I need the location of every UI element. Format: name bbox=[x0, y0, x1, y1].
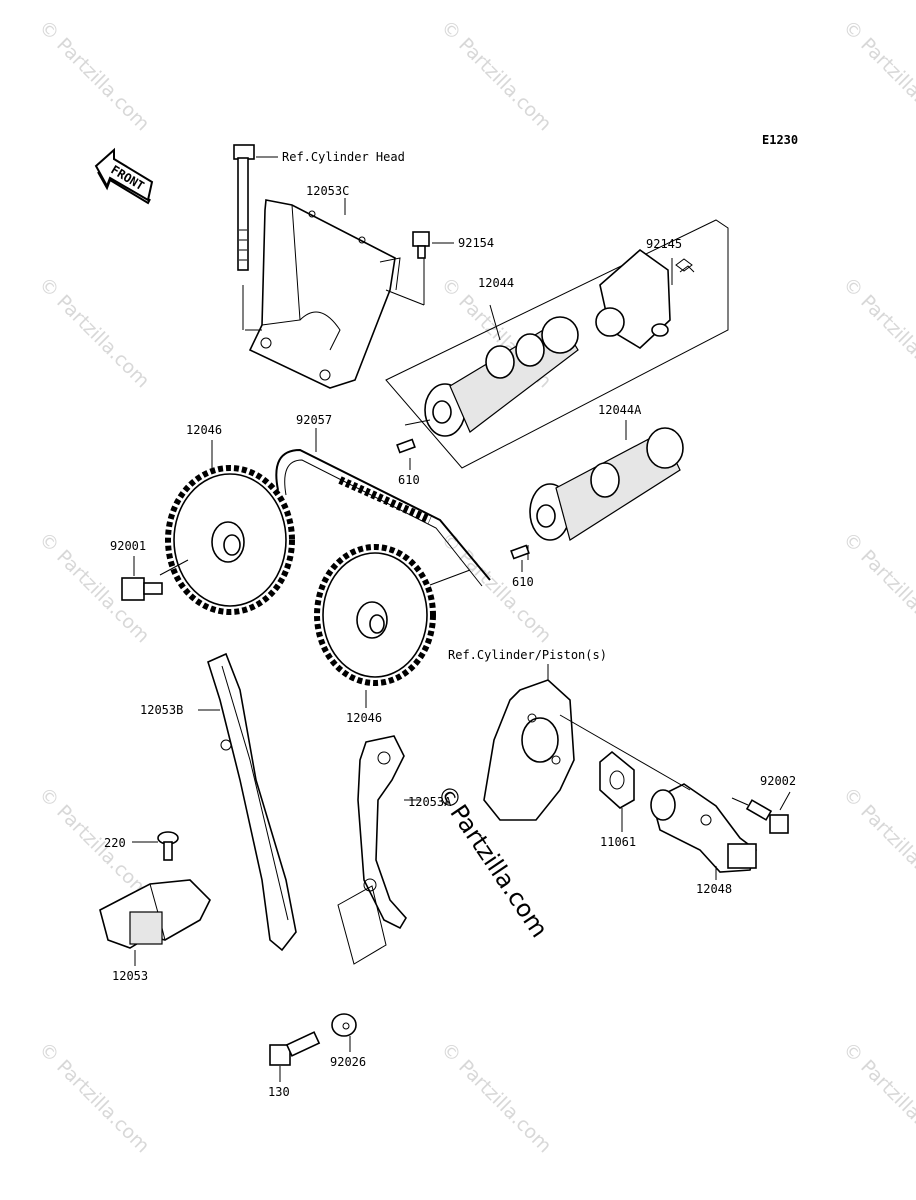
chain-guide-12053A bbox=[337, 735, 420, 965]
bolt-92001 bbox=[121, 556, 163, 601]
watermark: © Partzilla.com bbox=[34, 783, 153, 902]
label-92001: 92001 bbox=[110, 539, 146, 553]
label-12044: 12044 bbox=[478, 276, 514, 290]
camshaft-12044 bbox=[404, 304, 579, 437]
bolt-130 bbox=[269, 1031, 321, 1082]
watermark: © Partzilla.com bbox=[34, 273, 153, 392]
gasket-11061 bbox=[599, 750, 635, 832]
washer-92026 bbox=[331, 1013, 357, 1052]
watermark: © Partzilla.com bbox=[838, 16, 916, 135]
ref-cylinder-head: Ref.Cylinder Head bbox=[282, 150, 405, 164]
label-92002: 92002 bbox=[760, 774, 796, 788]
screw-220 bbox=[132, 831, 179, 861]
watermark: © Partzilla.com bbox=[838, 783, 916, 902]
tensioner-12048 bbox=[559, 714, 757, 880]
label-11061: 11061 bbox=[600, 835, 636, 849]
watermark: © Partzilla.com bbox=[838, 528, 916, 647]
label-12053C: 12053C bbox=[306, 184, 349, 198]
ref-cylinder-piston: Ref.Cylinder/Piston(s) bbox=[448, 648, 607, 662]
label-130: 130 bbox=[268, 1085, 290, 1099]
guide-12053 bbox=[99, 879, 211, 966]
watermark: © Partzilla.com bbox=[838, 273, 916, 392]
label-12046-top: 12046 bbox=[186, 423, 222, 437]
watermark-layer: © Partzilla.com © Partzilla.com © Partzi… bbox=[34, 16, 916, 1157]
label-92026: 92026 bbox=[330, 1055, 366, 1069]
label-12048: 12048 bbox=[696, 882, 732, 896]
label-12053: 12053 bbox=[112, 969, 148, 983]
cylinder-head-bolt bbox=[233, 144, 278, 330]
chain-guide-12053C bbox=[245, 198, 425, 389]
cam-sprocket-12046-top bbox=[159, 440, 295, 615]
watermark: © Partzilla.com bbox=[436, 16, 555, 135]
watermark: © Partzilla.com bbox=[436, 1038, 555, 1157]
label-92154: 92154 bbox=[458, 236, 494, 250]
camshaft-12044A bbox=[527, 420, 684, 560]
cam-sprocket-12046-bottom bbox=[314, 544, 471, 708]
camshaft-assembly-box bbox=[385, 219, 729, 469]
label-12044A: 12044A bbox=[598, 403, 642, 417]
decompressor-92145 bbox=[595, 248, 695, 349]
watermark: © Partzilla.com bbox=[34, 1038, 153, 1157]
bolt-92002 bbox=[731, 791, 791, 834]
watermark: © Partzilla.com bbox=[838, 1038, 916, 1157]
label-12046-bottom: 12046 bbox=[346, 711, 382, 725]
chain-guide-12053B bbox=[198, 652, 297, 952]
label-92057: 92057 bbox=[296, 413, 332, 427]
cylinder-casting bbox=[483, 664, 575, 821]
watermark: © Partzilla.com bbox=[34, 16, 153, 135]
label-12053B: 12053B bbox=[140, 703, 183, 717]
front-arrow-icon: FRONT bbox=[94, 147, 154, 205]
label-610-a: 610 bbox=[398, 473, 420, 487]
pin-610-b bbox=[510, 544, 530, 572]
watermark: © Partzilla.com bbox=[436, 528, 555, 647]
pin-610-a bbox=[396, 438, 416, 470]
label-610-b: 610 bbox=[512, 575, 534, 589]
cam-chain-92057 bbox=[275, 428, 491, 587]
diagram-code: E1230 bbox=[762, 133, 798, 147]
label-12053A: 12053A bbox=[408, 795, 452, 809]
bolt-92154 bbox=[412, 231, 454, 259]
label-92145: 92145 bbox=[646, 237, 682, 251]
label-220: 220 bbox=[104, 836, 126, 850]
